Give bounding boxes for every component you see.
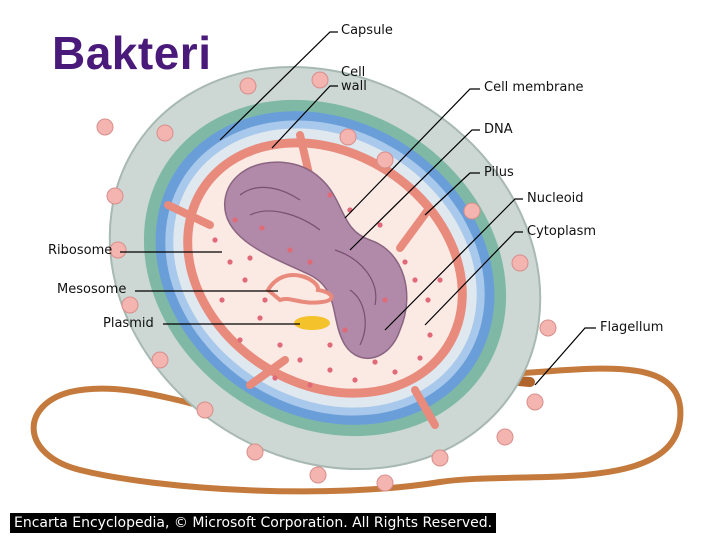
plasmid <box>294 316 330 330</box>
ribosome-dot <box>352 377 358 383</box>
ribosome-dot <box>327 367 333 373</box>
capsule-bump <box>96 118 114 136</box>
label-ribosome: Ribosome <box>48 243 113 258</box>
leader-lines <box>120 31 596 386</box>
pili <box>164 131 439 429</box>
ribosome-dot <box>227 259 233 265</box>
capsule-bump <box>339 128 357 146</box>
ribosome-dot <box>262 297 268 303</box>
ribosome-dot <box>219 297 225 303</box>
capsule-bump <box>376 151 394 169</box>
label-pilus: Pilus <box>484 165 514 180</box>
leader-cytoplasm <box>424 231 523 326</box>
ribosome-dot <box>392 369 398 375</box>
leader-nucleoid <box>384 198 523 331</box>
capsule-bump <box>121 296 139 314</box>
ribosome-dot <box>307 259 313 265</box>
ribosome-dot <box>212 237 218 243</box>
capsule-bump <box>539 319 557 337</box>
capsule-bump <box>109 241 127 259</box>
pilus-bottom-left <box>246 356 289 389</box>
capsule-bump <box>309 466 327 484</box>
label-plasmid: Plasmid <box>103 316 154 331</box>
leader-capsule <box>219 31 338 141</box>
copyright-credit: Encarta Encyclopedia, © Microsoft Corpor… <box>10 513 497 533</box>
ribosome-dot <box>277 342 283 348</box>
capsule-bump <box>526 393 544 411</box>
ribosome-dot <box>377 222 383 228</box>
flagellum <box>30 365 684 495</box>
capsule-bump <box>511 254 529 272</box>
ribosomes <box>212 192 443 388</box>
capsule-bump <box>151 351 169 369</box>
pilus-left <box>164 201 214 229</box>
ribosome-dot <box>327 342 333 348</box>
label-cell-wall-line1: Cell <box>341 65 366 80</box>
leader-dna <box>349 129 480 251</box>
leader-flagellum <box>534 327 596 386</box>
capsule-bump <box>239 77 257 95</box>
capsule-bump <box>496 428 514 446</box>
capsule-bump <box>106 187 124 205</box>
ribosome-dot <box>372 359 378 365</box>
capsule-bump <box>376 474 394 492</box>
capsule-bump <box>311 71 329 89</box>
capsule-bump <box>196 401 214 419</box>
label-cytoplasm: Cytoplasm <box>527 224 597 239</box>
ribosome-dot <box>327 192 333 198</box>
ribosome-dot <box>425 297 431 303</box>
label-capsule: Capsule <box>341 23 393 38</box>
ribosome-dot <box>257 315 263 321</box>
label-cell-wall-line2: wall <box>341 79 367 94</box>
leader-cell-membrane <box>344 88 480 219</box>
ribosome-dot <box>232 217 238 223</box>
pilus-bottom <box>411 386 439 429</box>
ribosome-dot <box>287 247 293 253</box>
ribosome-dot <box>307 382 313 388</box>
ribosome-dot <box>437 277 443 283</box>
ribosome-dot <box>272 375 278 381</box>
capsule-bump <box>463 202 481 220</box>
label-mesosome: Mesosome <box>57 282 127 297</box>
leader-cell-wall <box>271 85 338 149</box>
label-cell-membrane: Cell membrane <box>484 80 584 95</box>
ribosome-dot <box>417 355 423 361</box>
label-nucleoid: Nucleoid <box>527 191 584 206</box>
ribosome-dot <box>427 332 433 338</box>
capsule-bump <box>431 449 449 467</box>
mesosome <box>265 273 334 305</box>
ribosome-dot <box>247 255 253 261</box>
ribosome-dot <box>412 277 418 283</box>
leader-pilus <box>424 172 480 216</box>
pilus-upper-right <box>396 206 432 252</box>
ribosome-dot <box>382 297 388 303</box>
ribosome-dot <box>259 225 265 231</box>
ribosome-dot <box>342 327 348 333</box>
ribosome-dot <box>297 357 303 363</box>
ribosome-dot <box>237 337 243 343</box>
label-dna: DNA <box>484 122 513 137</box>
label-flagellum: Flagellum <box>600 320 664 335</box>
capsule-bump <box>156 124 174 142</box>
ribosome-dot <box>402 259 408 265</box>
dna-strands <box>239 186 377 346</box>
capsule-bump <box>246 443 264 461</box>
slide-title: Bakteri <box>52 27 212 79</box>
capsule-bumps <box>96 71 557 492</box>
ribosome-dot <box>242 277 248 283</box>
